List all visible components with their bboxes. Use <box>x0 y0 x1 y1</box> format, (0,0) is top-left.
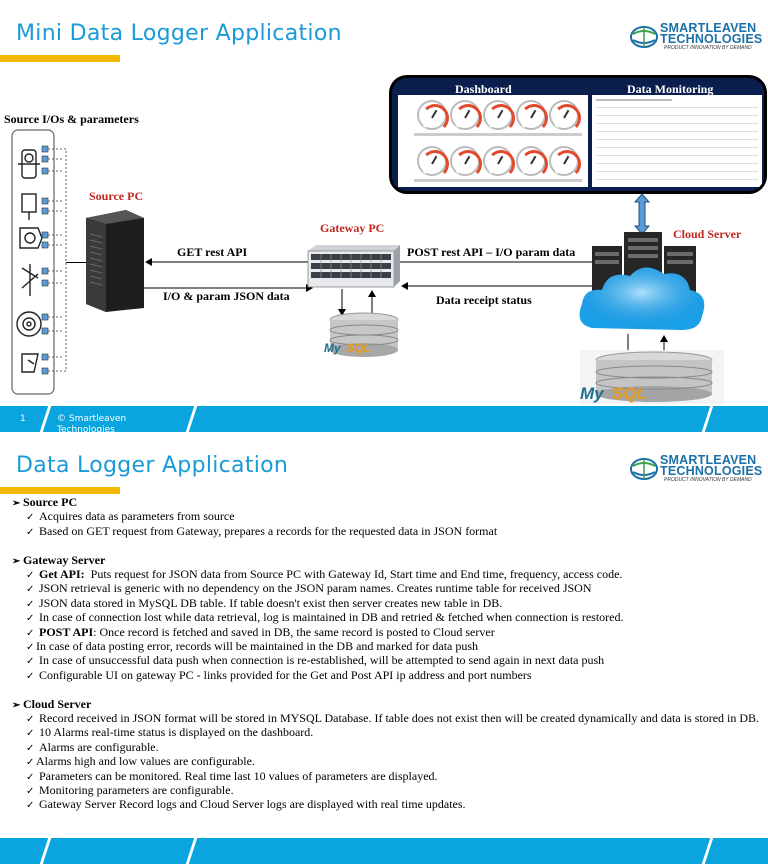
source-io-devices <box>11 129 67 395</box>
post-rest-api-label: POST rest API – I/O param data <box>407 245 576 259</box>
check-icon: ✓ <box>26 527 35 538</box>
get-rest-api-label: GET rest API <box>177 245 248 259</box>
check-icon: ✓ <box>26 656 35 667</box>
list-item: ✓Parameters can be monitored. Real time … <box>26 769 438 783</box>
source-pc-label: Source PC <box>89 189 144 203</box>
check-icon: ✓ <box>26 570 35 581</box>
list-item: ✓Record received in JSON format will be … <box>26 711 760 725</box>
check-icon: ✓ <box>26 671 35 682</box>
slide-1: Mini Data Logger Application SMARTLEAVEN… <box>0 21 768 432</box>
section-heading-source-pc: ➢Source PC <box>12 495 78 509</box>
check-icon: ✓ <box>26 599 35 610</box>
list-item: ✓POST API: Once record is fetched and sa… <box>26 625 495 639</box>
footer-copyright: © Smartleaven Technologies <box>57 414 127 432</box>
cloud-dashboard-arrow <box>633 193 651 235</box>
company-logo: SMARTLEAVEN TECHNOLOGIES PRODUCT INNOVAT… <box>630 454 762 484</box>
cloud-server-label: Cloud Server <box>673 227 742 241</box>
list-item: ✓Get API: Puts request for JSON data fro… <box>26 567 623 581</box>
io-to-pc-connector <box>66 262 86 263</box>
data-receipt-label: Data receipt status <box>436 293 532 307</box>
section-heading-gateway-server: ➢Gateway Server <box>12 553 106 567</box>
list-item: ✓JSON data stored in MySQL DB table. If … <box>26 596 503 610</box>
svg-text:SQL: SQL <box>346 341 371 355</box>
list-item: ✓In case of unsuccessful data push when … <box>26 653 605 667</box>
logo-globe-icon <box>630 458 658 480</box>
dashboard-heading: Dashboard <box>455 82 512 96</box>
dashboard-gauges-screenshot <box>398 95 588 187</box>
gateway-rack-server <box>307 245 400 288</box>
gateway-mysql-db-icon: My SQL <box>324 312 399 357</box>
list-item: ✓Acquires data as parameters from source <box>26 509 235 523</box>
logo-globe-icon <box>630 26 658 48</box>
check-icon: ✓ <box>26 628 35 639</box>
svg-text:My: My <box>324 341 342 355</box>
footer-bar <box>0 838 768 864</box>
section-heading-cloud-server: ➢Cloud Server <box>12 697 92 711</box>
list-item: ✓In case of data posting error, records … <box>26 639 479 653</box>
slide-title: Data Logger Application <box>16 453 289 478</box>
list-item: ✓Configurable UI on gateway PC - links p… <box>26 668 532 682</box>
check-icon: ✓ <box>26 728 35 739</box>
data-monitoring-heading: Data Monitoring <box>627 82 714 96</box>
check-icon: ✓ <box>26 786 35 797</box>
check-icon: ✓ <box>26 800 35 811</box>
cloud-server-icon <box>579 232 705 330</box>
slide-title: Mini Data Logger Application <box>16 21 342 46</box>
list-item: ✓In case of connection lost while data r… <box>26 610 624 624</box>
check-icon: ✓ <box>26 743 35 754</box>
data-monitoring-table-screenshot <box>592 95 762 187</box>
list-item: ✓Alarms are configurable. <box>26 740 159 754</box>
title-underline <box>0 55 120 62</box>
check-icon: ✓ <box>26 613 35 624</box>
list-item: ✓Alarms high and low values are configur… <box>26 754 255 768</box>
check-icon: ✓ <box>26 642 35 653</box>
get-request-arrow <box>145 258 314 266</box>
title-underline <box>0 487 120 494</box>
check-icon: ✓ <box>26 772 35 783</box>
slide-2: Data Logger Application SMARTLEAVEN TECH… <box>0 432 768 864</box>
check-icon: ✓ <box>26 714 35 725</box>
cloud-mysql-db-icon: My SQL <box>580 350 724 404</box>
source-ios-label: Source I/Os & parameters <box>4 112 139 126</box>
dashboard-panel: Dashboard Data Monitoring <box>389 75 767 194</box>
arrow-bullet-icon: ➢ <box>12 498 21 509</box>
page-number: 1 <box>20 414 26 424</box>
arrow-bullet-icon: ➢ <box>12 556 21 567</box>
check-icon: ✓ <box>26 757 35 768</box>
check-icon: ✓ <box>26 512 35 523</box>
list-item: ✓Gateway Server Record logs and Cloud Se… <box>26 797 466 811</box>
list-item: ✓Monitoring parameters are configurable. <box>26 783 234 797</box>
list-item: ✓10 Alarms real-time status is displayed… <box>26 725 314 739</box>
svg-text:SQL: SQL <box>612 384 647 403</box>
json-data-label: I/O & param JSON data <box>163 289 290 303</box>
list-item: ✓JSON retrieval is generic with no depen… <box>26 581 592 595</box>
gateway-pc-label: Gateway PC <box>320 221 385 235</box>
list-item: ✓Based on GET request from Gateway, prep… <box>26 524 498 538</box>
source-pc-tower <box>86 210 144 312</box>
check-icon: ✓ <box>26 584 35 595</box>
svg-text:My: My <box>580 384 605 403</box>
footer-bar: 1 © Smartleaven Technologies <box>0 406 768 432</box>
receipt-status-arrow <box>401 282 600 290</box>
company-logo: SMARTLEAVEN TECHNOLOGIES PRODUCT INNOVAT… <box>630 22 762 52</box>
post-request-arrow <box>400 258 599 266</box>
arrow-bullet-icon: ➢ <box>12 700 21 711</box>
